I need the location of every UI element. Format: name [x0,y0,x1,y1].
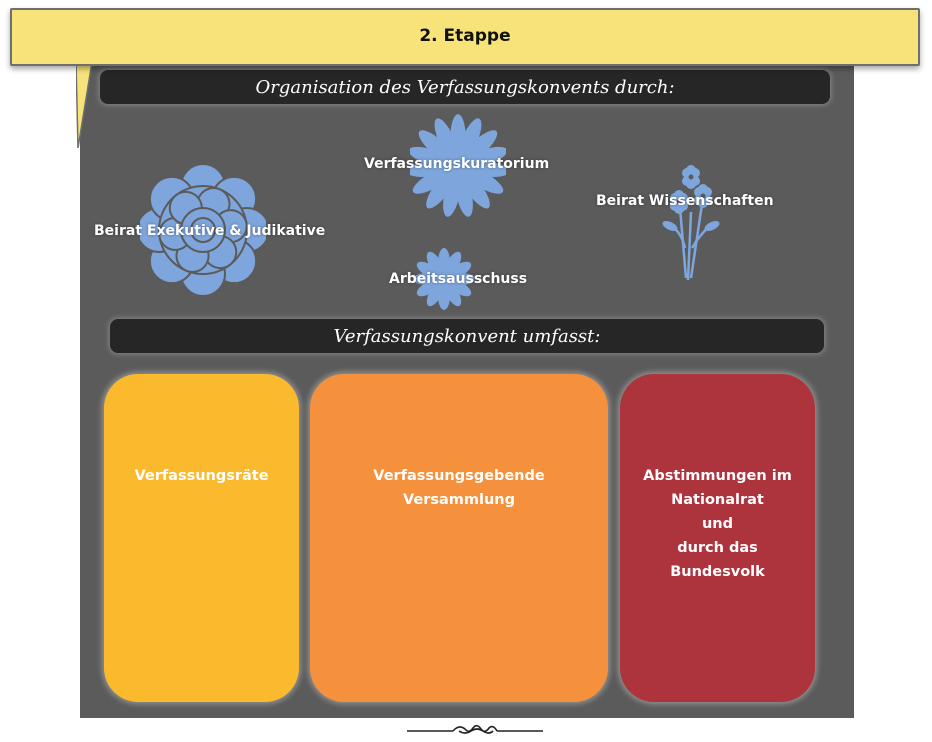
label-arbeitsausschuss: Arbeitsausschuss [389,271,528,287]
card-verfassungsraete: Verfassungsräte [104,374,299,702]
label-beirat-exekutive: Beirat Exekutive & Judikative [94,223,326,239]
section-header-konvent: Verfassungskonvent umfasst: [110,319,824,353]
card-verfassungsraete-label: Verfassungsräte [134,468,269,484]
stage-title: 2. Etappe [419,26,511,46]
section-header-organisation: Organisation des Verfassungskonvents dur… [100,70,830,104]
card-versammlung: Verfassungsgebende Versammlung [310,374,608,702]
daisy-small-icon [414,248,474,310]
banner-tail [76,62,92,148]
label-verfassungskuratorium: Verfassungskuratorium [364,156,550,172]
card-abstimmungen: Abstimmungen im Nationalrat und durch da… [620,374,815,702]
card-abstimmungen-label: Abstimmungen im Nationalrat und durch da… [643,468,792,580]
section-header-organisation-text: Organisation des Verfassungskonvents dur… [255,76,675,98]
bouquet-icon [662,165,720,281]
daisy-large-icon [410,114,506,217]
rose-icon [140,164,266,296]
section-header-konvent-text: Verfassungskonvent umfasst: [333,325,601,347]
stage-banner: 2. Etappe [10,8,920,66]
ornament-divider-icon [407,724,543,734]
card-versammlung-label: Verfassungsgebende Versammlung [373,468,545,508]
label-beirat-wissenschaften: Beirat Wissenschaften [596,193,774,209]
